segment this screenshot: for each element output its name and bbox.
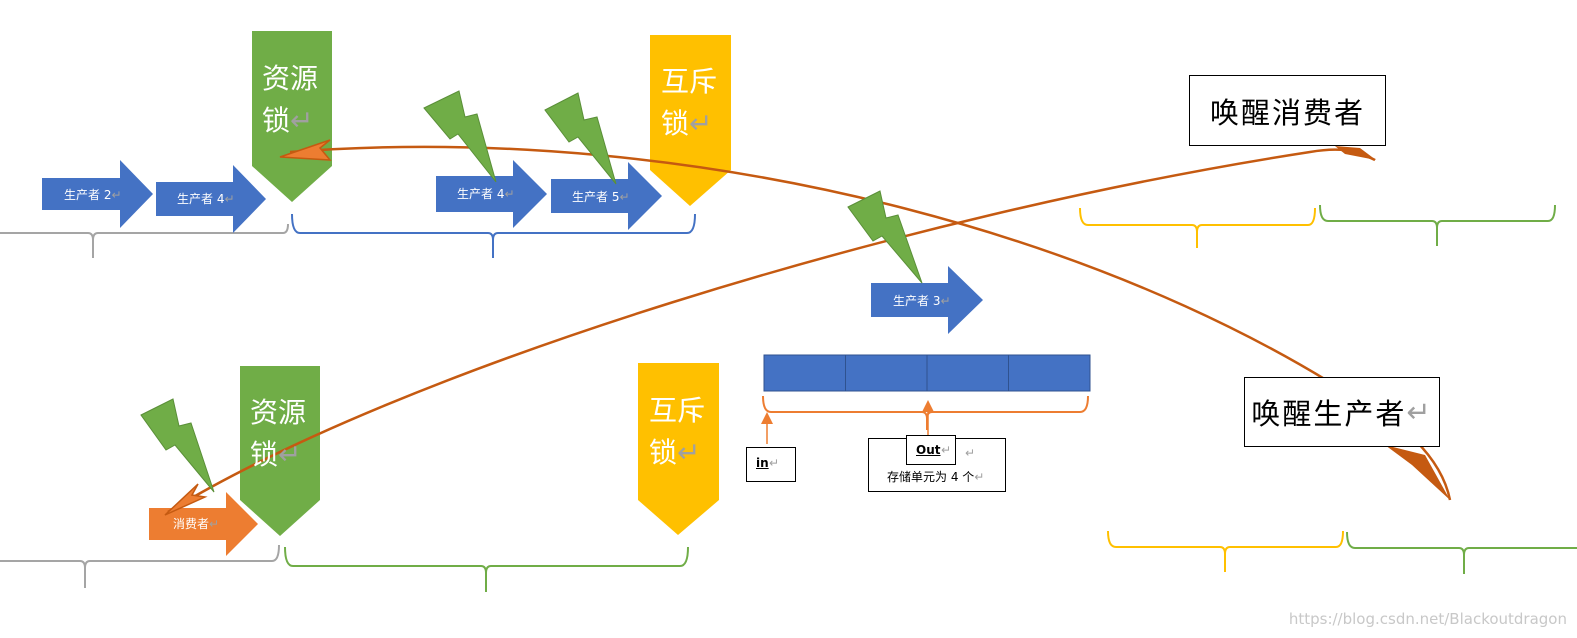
wake-consumer-text: 唤醒消费者 bbox=[1209, 95, 1365, 130]
buffer-cell bbox=[845, 354, 928, 392]
return-mark: ↵ bbox=[941, 443, 952, 457]
brace-top-gray bbox=[0, 223, 289, 258]
brace-top-yellow bbox=[1079, 207, 1316, 248]
brace-top-blue bbox=[291, 213, 696, 258]
buffer-cell bbox=[926, 354, 1009, 392]
lock-line-1: 资源 bbox=[262, 62, 319, 95]
bottom-resource-lock-label: 资源 锁↵ bbox=[250, 392, 306, 476]
producer-4-inside-label: 生产者 4↵ bbox=[457, 187, 515, 201]
return-mark: ↵ bbox=[619, 190, 630, 204]
curve-wake-consumer-head bbox=[1335, 146, 1376, 160]
consumer-label: 消费者↵ bbox=[173, 517, 220, 531]
lock-line-2: 锁↵ bbox=[649, 436, 701, 469]
wake-consumer-box: 唤醒消费者 bbox=[1189, 75, 1386, 146]
lightning-2 bbox=[544, 92, 617, 185]
top-mutex-lock-label: 互斥 锁↵ bbox=[661, 61, 717, 145]
lightning-1 bbox=[423, 90, 497, 183]
in-label-box: in ↵ bbox=[746, 447, 796, 482]
brace-bottom-yellow bbox=[1107, 530, 1344, 572]
producer-4-queue-arrow bbox=[156, 165, 266, 233]
return-mark: ↵ bbox=[677, 436, 701, 469]
curve-wake-producer-head bbox=[1385, 445, 1450, 500]
bottom-mutex-lock bbox=[638, 363, 719, 535]
curve-wake-producer bbox=[289, 145, 1452, 501]
lock-line-2: 锁↵ bbox=[250, 438, 302, 471]
brace-bottom-green bbox=[284, 546, 689, 592]
return-mark: ↵ bbox=[111, 188, 122, 202]
return-mark: ↵ bbox=[940, 294, 951, 308]
return-mark: ↵ bbox=[290, 104, 314, 137]
lock-line-1: 互斥 bbox=[649, 394, 706, 427]
brace-bottom-green-right bbox=[1346, 531, 1577, 574]
lock-line-2: 锁↵ bbox=[661, 107, 713, 140]
lock-line-1: 资源 bbox=[250, 396, 307, 429]
wake-producer-box: 唤醒生产者↵ bbox=[1244, 377, 1440, 447]
brace-top-green bbox=[1319, 204, 1556, 246]
brace-buffer-orange bbox=[762, 395, 1089, 430]
lightning-3 bbox=[847, 190, 923, 284]
curve-wake-producer-tail bbox=[279, 139, 332, 161]
lightning-4 bbox=[140, 398, 215, 493]
in-label: in bbox=[756, 456, 769, 470]
producer-3-label: 生产者 3↵ bbox=[893, 294, 951, 308]
watermark: https://blog.csdn.net/Blackoutdragon bbox=[1288, 610, 1567, 628]
producer-5-label: 生产者 5↵ bbox=[572, 190, 630, 204]
brace-bottom-gray bbox=[0, 544, 280, 588]
return-mark: ↵ bbox=[769, 456, 780, 470]
lock-line-2: 锁↵ bbox=[262, 104, 314, 137]
return-mark: ↵ bbox=[965, 446, 976, 460]
return-mark: ↵ bbox=[689, 107, 713, 140]
top-resource-lock-label: 资源 锁↵ bbox=[262, 58, 318, 142]
out-label: Out bbox=[916, 443, 941, 457]
lock-line-1: 互斥 bbox=[661, 65, 718, 98]
producer-2-arrow bbox=[42, 160, 153, 228]
curve-wake-consumer bbox=[167, 148, 1376, 514]
buffer-cell bbox=[763, 354, 846, 392]
return-mark: ↵ bbox=[974, 470, 985, 484]
buffer-cells bbox=[763, 354, 1091, 392]
producer-4-queue-label: 生产者 4↵ bbox=[177, 192, 235, 206]
bottom-mutex-lock-label: 互斥 锁↵ bbox=[649, 390, 705, 474]
return-mark: ↵ bbox=[209, 517, 220, 531]
buffer-caption: 存储单元为 4 个↵ bbox=[887, 470, 985, 484]
producer-5-arrow bbox=[551, 162, 662, 230]
curve-wake-consumer-tail bbox=[164, 483, 208, 516]
return-mark: ↵ bbox=[504, 187, 515, 201]
buffer-cell bbox=[1008, 354, 1091, 392]
return-mark: ↵ bbox=[278, 438, 302, 471]
producer-3-arrow bbox=[871, 266, 983, 334]
return-mark: ↵ bbox=[1406, 395, 1433, 429]
return-mark: ↵ bbox=[224, 192, 235, 206]
producer-2-label: 生产者 2↵ bbox=[64, 188, 122, 202]
out-label-box: Out ↵ bbox=[906, 435, 956, 465]
wake-producer-text: 唤醒生产者 bbox=[1251, 397, 1407, 431]
producer-4-inside-arrow bbox=[436, 160, 547, 228]
